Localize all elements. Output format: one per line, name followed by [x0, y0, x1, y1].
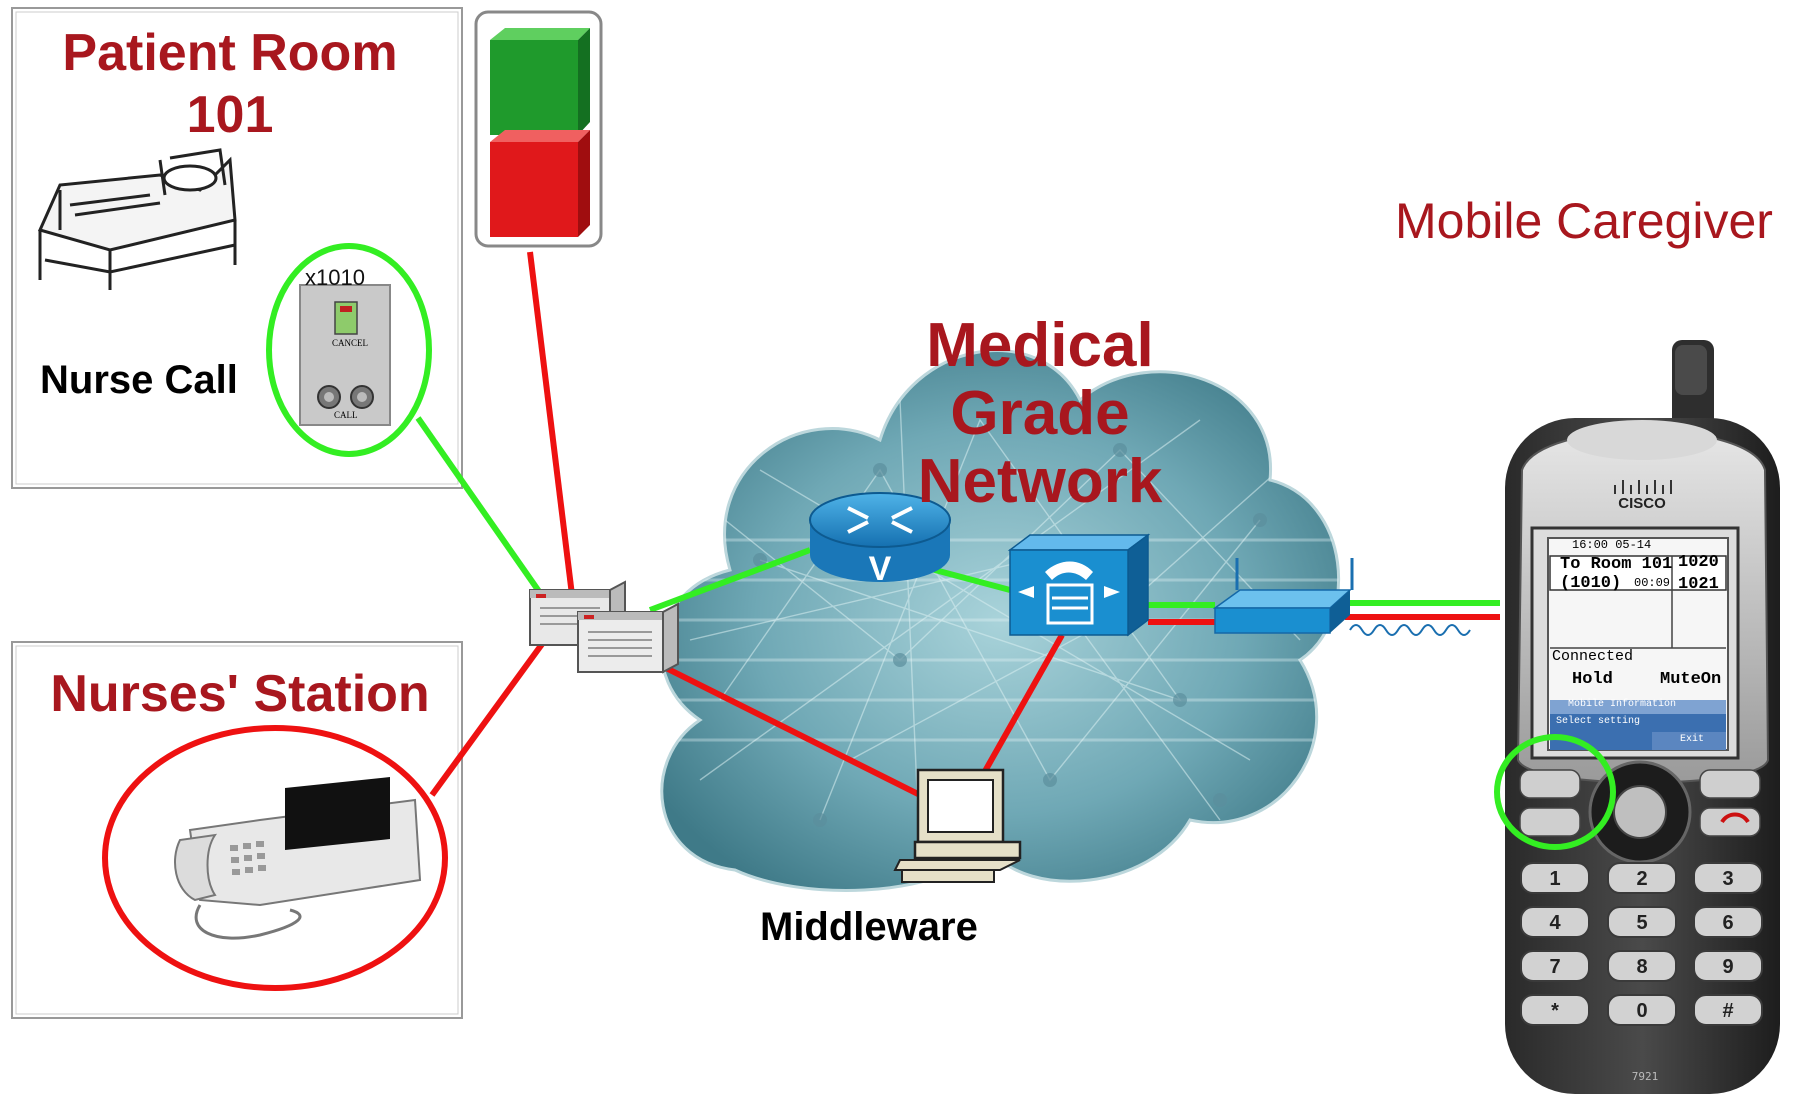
- network-title-line1: Medical: [926, 311, 1154, 380]
- call-manager-icon: [1007, 533, 1151, 637]
- phone-key-label-3: 3: [1722, 868, 1733, 890]
- desk-phone-icon: [174, 777, 422, 940]
- phone-key-label-0: 0: [1636, 1000, 1647, 1022]
- phone-key-5[interactable]: [1607, 906, 1677, 938]
- phone-key-label-#: #: [1722, 1000, 1733, 1022]
- phone-menu-item: Select setting: [1556, 716, 1641, 727]
- middleware-computer-icon: [893, 768, 1022, 883]
- phone-screen-status: 16:00 05-14: [1572, 538, 1652, 552]
- patient-room-title: Patient Room 101: [30, 22, 430, 146]
- phone-key-7[interactable]: [1520, 950, 1590, 982]
- phone-key-label-1: 1: [1549, 868, 1560, 890]
- phone-brand-text: CISCO: [1618, 495, 1666, 512]
- phone-key-label-*: *: [1551, 1000, 1559, 1022]
- nurses-station-title: Nurses' Station: [50, 665, 430, 723]
- phone-key-label-5: 5: [1636, 912, 1647, 934]
- phone-softkey-muteon[interactable]: MuteOn: [1660, 670, 1722, 689]
- nurse-call-call-text: CALL: [334, 410, 358, 420]
- link-switch-to-router: [648, 547, 812, 613]
- phone-screen-call-ext: (1010): [1560, 574, 1622, 593]
- phone-model-text: 7921: [1632, 1070, 1659, 1083]
- phone-key-label-7: 7: [1549, 956, 1560, 978]
- status-light-icon: [474, 10, 603, 248]
- network-switch-icon: [529, 580, 679, 674]
- phone-key-8[interactable]: [1607, 950, 1677, 982]
- network-title: Medical Grade Network: [880, 312, 1200, 516]
- phone-menu-title: Mobile Information: [1568, 699, 1677, 710]
- link-call-manager-to-middleware: [977, 633, 1065, 782]
- nurse-call-extension: x1010: [305, 265, 365, 290]
- phone-screen-state: Connected: [1552, 648, 1634, 665]
- nurses-station-highlight-ring: [102, 725, 448, 991]
- wireless-access-point-icon: [1212, 558, 1471, 636]
- phone-key-9[interactable]: [1693, 950, 1763, 982]
- phone-key-*[interactable]: [1520, 994, 1590, 1026]
- patient-room-title-line2: 101: [186, 86, 274, 144]
- phone-screen-call-to: To Room 101: [1560, 555, 1673, 574]
- phone-key-4[interactable]: [1520, 906, 1590, 938]
- svg-text:V: V: [869, 550, 892, 588]
- link-station-to-switch: [429, 638, 548, 797]
- phone-key-0[interactable]: [1607, 994, 1677, 1026]
- phone-menu-exit[interactable]: Exit: [1680, 734, 1705, 745]
- nurse-call-cancel-text: CANCEL: [332, 338, 368, 348]
- phone-key-label-6: 6: [1722, 912, 1733, 934]
- phone-screen-call-time: 00:09: [1634, 576, 1671, 590]
- phone-key-3[interactable]: [1693, 862, 1763, 894]
- phone-softkey-hold[interactable]: Hold: [1572, 670, 1613, 689]
- phone-key-label-9: 9: [1722, 956, 1733, 978]
- middleware-label: Middleware: [760, 905, 978, 949]
- patient-room-panel: [11, 7, 463, 489]
- network-links: [415, 251, 1500, 803]
- nurse-call-label: Nurse Call: [40, 358, 238, 402]
- link-light-to-switch: [527, 251, 575, 596]
- link-switch-to-middleware: [648, 657, 932, 803]
- mobile-caregiver-title: Mobile Caregiver: [1395, 193, 1773, 249]
- phone-screen-line1: 1020: [1678, 553, 1719, 572]
- phone-screen-line2: 1021: [1678, 575, 1719, 594]
- phone-key-label-8: 8: [1636, 956, 1647, 978]
- hospital-bed-icon: [37, 148, 237, 290]
- network-title-line2: Grade: [950, 379, 1130, 448]
- phone-key-1[interactable]: [1520, 862, 1590, 894]
- network-title-line3: Network: [917, 447, 1163, 516]
- nurse-call-device: [299, 284, 391, 426]
- phone-key-highlight-ring: [1494, 734, 1616, 850]
- phone-key-label-2: 2: [1636, 868, 1647, 890]
- link-nurse-call-to-switch: [415, 416, 548, 602]
- phone-key-label-4: 4: [1549, 912, 1561, 934]
- phone-key-#[interactable]: [1693, 994, 1763, 1026]
- voice-router-icon: V: [809, 492, 951, 588]
- mobile-handset-icon: 1 2 3 4 5 6 7 8 9 * 0 # 7921 CISCO: [1505, 340, 1780, 1094]
- phone-key-6[interactable]: [1693, 906, 1763, 938]
- nurse-call-highlight-ring: [266, 243, 432, 457]
- phone-key-2[interactable]: [1607, 862, 1677, 894]
- patient-room-title-line1: Patient Room: [62, 24, 398, 82]
